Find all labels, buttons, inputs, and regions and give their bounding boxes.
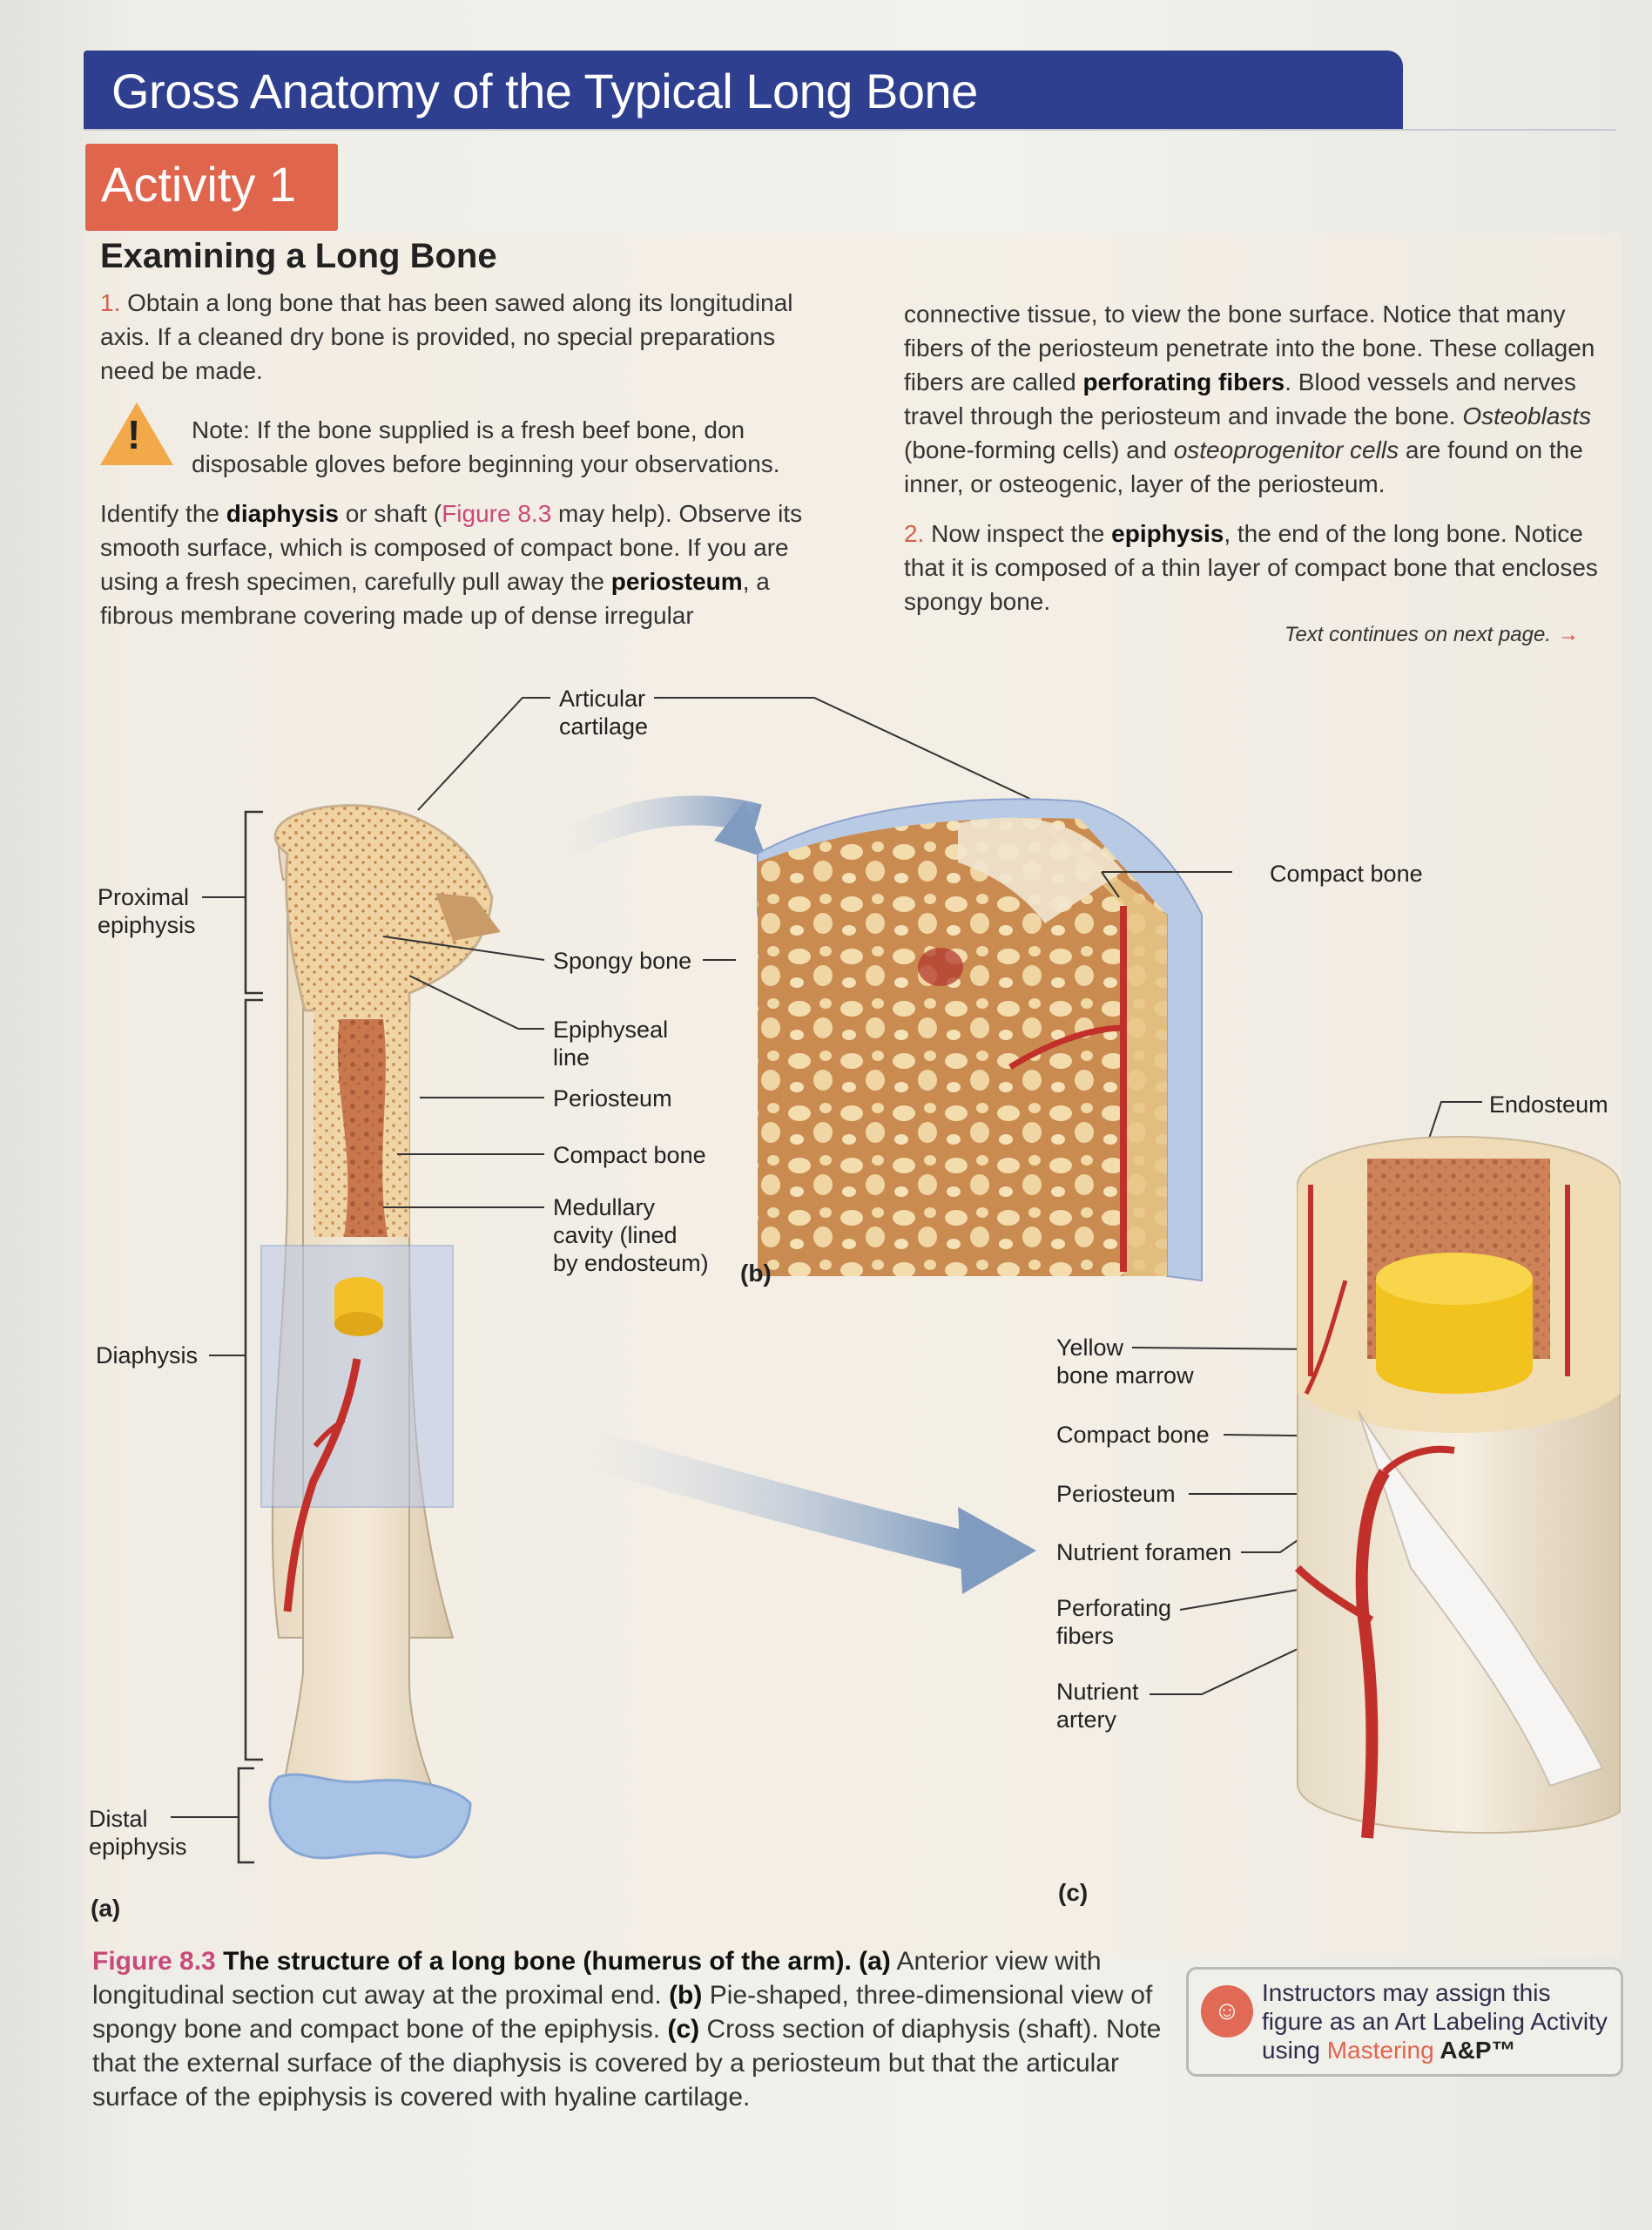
step-1-paragraph: 1. Obtain a long bone that has been sawe…	[100, 286, 814, 388]
label-articular-line2: cartilage	[559, 713, 649, 740]
label-epiphyseal-line2: line	[553, 1044, 590, 1071]
label-yellow-line1: Yellow	[1056, 1335, 1124, 1361]
step-1-text: Obtain a long bone that has been sawed a…	[100, 289, 793, 384]
identify-paragraph: Identify the diaphysis or shaft (Figure …	[100, 497, 819, 632]
mastering-brand: Mastering	[1326, 2037, 1434, 2064]
step-2-paragraph: 2. Now inspect the epiphysis, the end of…	[904, 517, 1605, 618]
label-perforating-fibers: Perforating fibers	[1056, 1594, 1171, 1650]
panel-label-a: (a)	[91, 1895, 121, 1922]
caption-title: The structure of a long bone (humerus of…	[223, 1947, 891, 1976]
note-line: Instructors may assign this figure as an…	[1262, 1979, 1608, 2064]
label-nutrient-foramen: Nutrient foramen	[1056, 1539, 1232, 1565]
caption-part-a: Anterior view with longitudinal section …	[92, 1947, 1102, 2010]
term-epiphysis: epiphysis	[1111, 520, 1224, 547]
label-compact-bone-a: Compact bone	[553, 1142, 706, 1168]
label-yellow-bone-marrow: Yellow bone marrow	[1056, 1334, 1194, 1389]
col2-a: connective tissue, to view the bone surf…	[904, 301, 1595, 395]
title-divider	[84, 129, 1616, 131]
continues-note[interactable]: Text continues on next page. →	[1285, 623, 1579, 647]
step-2-number: 2.	[904, 520, 925, 547]
term-osteoprogenitor: osteoprogenitor cells	[1173, 436, 1399, 463]
term-periosteum: periosteum	[610, 568, 743, 595]
term-osteoblasts: Osteoblasts	[1462, 402, 1592, 429]
label-distal-epiphysis: Distal epiphysis	[89, 1805, 187, 1861]
label-perforating-line2: fibers	[1056, 1623, 1115, 1649]
fibrous: , a fibrous membrane covering made up of…	[100, 568, 770, 629]
activity-tab: Activity 1	[85, 144, 338, 231]
label-proximal-epiphysis: Proximal epiphysis	[98, 883, 196, 939]
instructor-icon: ☺	[1201, 1985, 1253, 2037]
caption-part-c: Cross section of diaphysis (shaft). Note…	[92, 2015, 1162, 2112]
art-labeling-note-text: Instructors may assign this figure as an…	[1262, 1978, 1610, 2064]
figure-caption: Figure 8.3 The structure of a long bone …	[92, 1944, 1172, 2114]
label-periosteum-c: Periosteum	[1056, 1481, 1176, 1507]
identify-prefix: Identify the	[100, 500, 226, 527]
caption-figure-number: Figure 8.3	[92, 1947, 216, 1976]
col2-b: . Blood vessels and nerves travel throug…	[904, 368, 1576, 429]
term-perforating-fibers: perforating fibers	[1082, 368, 1285, 395]
label-articular-cartilage: Articular cartilage	[559, 685, 648, 740]
col2-d: are found on the inner, or osteogenic, l…	[904, 436, 1583, 497]
label-medullary-line2: cavity (lined	[553, 1222, 678, 1248]
label-proximal-line1: Proximal	[98, 884, 190, 910]
caption-c-bold: (c)	[667, 2015, 700, 2044]
label-proximal-line2: epiphysis	[98, 912, 196, 938]
activity-heading: Examining a Long Bone	[100, 237, 497, 275]
panel-label-c: (c)	[1058, 1879, 1089, 1906]
label-endosteum: Endosteum	[1489, 1091, 1608, 1118]
label-nutrient-artery-line1: Nutrient	[1056, 1679, 1139, 1705]
label-distal-line1: Distal	[89, 1806, 148, 1832]
label-yellow-line2: bone marrow	[1056, 1362, 1194, 1389]
warning-exclamation: !	[127, 412, 141, 457]
or-shaft: or shaft (	[338, 500, 442, 527]
may-help: may help). Observe its smooth surface, w…	[100, 500, 803, 595]
label-compact-bone-b: Compact bone	[1270, 861, 1423, 887]
panel-label-b: (b)	[740, 1260, 772, 1287]
figure-reference-link[interactable]: Figure 8.3	[442, 500, 552, 527]
label-diaphysis: Diaphysis	[96, 1342, 199, 1368]
art-labeling-note-box: ☺ Instructors may assign this figure as …	[1186, 1967, 1623, 2077]
label-medullary-cavity: Medullary cavity (lined by endosteum)	[553, 1193, 709, 1277]
term-diaphysis: diaphysis	[226, 500, 339, 527]
activity-label: Activity 1	[101, 157, 297, 212]
label-nutrient-artery: Nutrient artery	[1056, 1678, 1139, 1733]
connective-tissue-paragraph: connective tissue, to view the bone surf…	[904, 297, 1605, 501]
label-medullary-line1: Medullary	[553, 1194, 656, 1220]
label-spongy-bone: Spongy bone	[553, 948, 692, 974]
note-paragraph: Note: If the bone supplied is a fresh be…	[192, 416, 780, 477]
step-2-a: Now inspect the	[924, 520, 1112, 547]
caption-part-b: Pie-shaped, three-dimensional view of sp…	[92, 1981, 1153, 2044]
section-title: Gross Anatomy of the Typical Long Bone	[111, 64, 978, 118]
ap-brand: A&P™	[1433, 2037, 1516, 2064]
col2-c: (bone-forming cells) and	[904, 436, 1174, 463]
warning-icon	[100, 402, 173, 465]
label-nutrient-artery-line2: artery	[1056, 1706, 1117, 1733]
label-compact-bone-c: Compact bone	[1056, 1422, 1210, 1448]
label-perforating-line1: Perforating	[1056, 1595, 1172, 1621]
label-periosteum-a: Periosteum	[553, 1085, 672, 1112]
caption-b-bold: (b)	[669, 1981, 703, 2010]
section-title-bar: Gross Anatomy of the Typical Long Bone	[84, 51, 1403, 129]
continues-text: Text continues on next page.	[1285, 623, 1551, 646]
label-articular-line1: Articular	[559, 686, 646, 712]
label-medullary-line3: by endosteum)	[553, 1250, 709, 1276]
label-distal-line2: epiphysis	[89, 1834, 187, 1860]
step-2-b: , the end of the long bone. Notice that …	[904, 520, 1598, 615]
label-epiphyseal-line: Epiphyseal line	[553, 1016, 668, 1071]
continues-arrow-icon: →	[1558, 623, 1579, 646]
step-1-number: 1.	[100, 289, 121, 316]
label-epiphyseal-line1: Epiphyseal	[553, 1017, 669, 1043]
